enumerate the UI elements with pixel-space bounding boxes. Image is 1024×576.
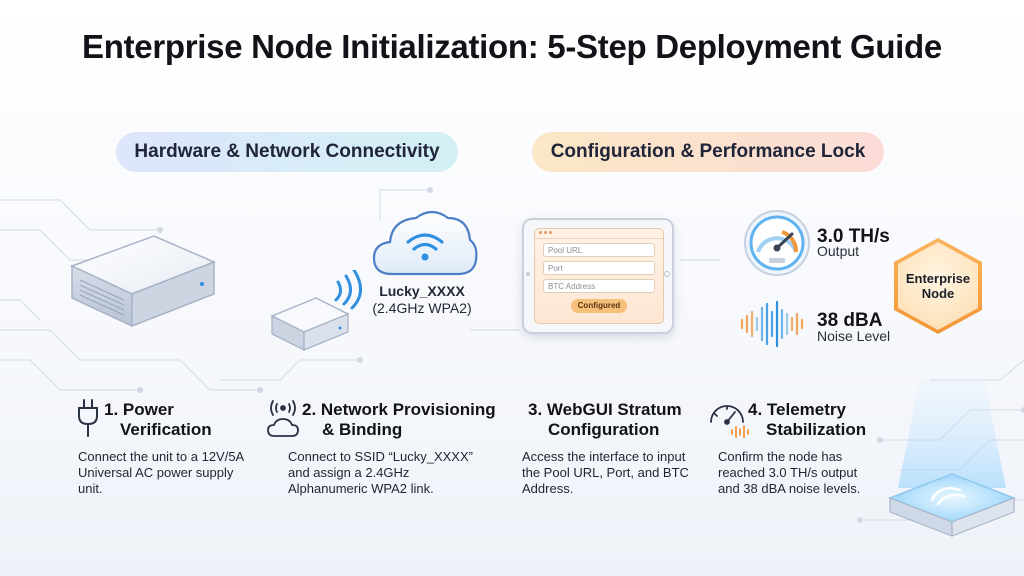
step-2-title-line-2: & Binding bbox=[322, 420, 403, 439]
wireless-cloud-icon bbox=[267, 400, 299, 437]
tablet-home-button bbox=[664, 271, 670, 277]
hashrate-value: 3.0 TH/s bbox=[817, 226, 890, 247]
wifi-waves-icon bbox=[334, 270, 362, 310]
hashrate-label: Output bbox=[817, 243, 860, 259]
badge-line-1: Enterprise bbox=[905, 271, 971, 286]
webgui-tablet: Pool URL Port BTC Address Configured bbox=[522, 218, 674, 334]
node-device-large-icon bbox=[70, 235, 216, 328]
ssid-label: Lucky_XXXX bbox=[379, 283, 465, 299]
tablet-camera-dot bbox=[526, 272, 530, 276]
step-2-title-line-1: 2. Network Provisioning bbox=[302, 400, 496, 419]
step-4-title-line-1: 4. Telemetry bbox=[748, 400, 846, 419]
btc-address-input[interactable]: BTC Address bbox=[543, 279, 655, 293]
phase-hardware-pill: Hardware & Network Connectivity bbox=[116, 132, 458, 172]
noise-value: 38 dBA bbox=[817, 310, 883, 331]
step-4-title-line-2: Stabilization bbox=[766, 420, 867, 439]
phase-config-pill: Configuration & Performance Lock bbox=[532, 132, 884, 172]
noise-label: Noise Level bbox=[817, 328, 891, 344]
glowing-node-device-icon bbox=[887, 380, 1017, 537]
step-3-description: Access the interface to input the Pool U… bbox=[522, 449, 689, 496]
browser-bar bbox=[535, 229, 663, 239]
sound-wave-icon bbox=[740, 300, 804, 348]
pool-url-input[interactable]: Pool URL bbox=[543, 243, 655, 257]
wifi-cloud-icon bbox=[372, 210, 478, 276]
step-4-description: Confirm the node has reached 3.0 TH/s ou… bbox=[718, 449, 861, 496]
gauge-icon bbox=[744, 210, 810, 276]
step-1-description: Connect the unit to a 12V/5A Universal A… bbox=[78, 449, 245, 496]
gauge-wave-icon bbox=[710, 405, 749, 438]
step-1-title-line-2: Verification bbox=[120, 420, 212, 439]
router-device-icon bbox=[270, 297, 350, 352]
enterprise-node-badge-inner: Enterprise Node bbox=[898, 242, 978, 330]
configured-button[interactable]: Configured bbox=[571, 299, 627, 313]
port-input[interactable]: Port bbox=[543, 261, 655, 275]
webgui-screen: Pool URL Port BTC Address Configured bbox=[534, 228, 664, 324]
step-1-title-line-1: 1. Power bbox=[104, 400, 174, 419]
enterprise-node-badge: Enterprise Node bbox=[894, 238, 982, 334]
badge-line-2: Node bbox=[921, 286, 955, 301]
step-2-description: Connect to SSID “Lucky_XXXX” and assign … bbox=[288, 449, 473, 496]
power-plug-icon bbox=[78, 399, 98, 437]
step-3-title-line-1: 3. WebGUI Stratum bbox=[528, 400, 682, 419]
ssid-security-label: (2.4GHz WPA2) bbox=[372, 300, 472, 316]
page-title: Enterprise Node Initialization: 5-Step D… bbox=[82, 28, 942, 65]
step-3-title-line-2: Configuration bbox=[548, 420, 660, 439]
